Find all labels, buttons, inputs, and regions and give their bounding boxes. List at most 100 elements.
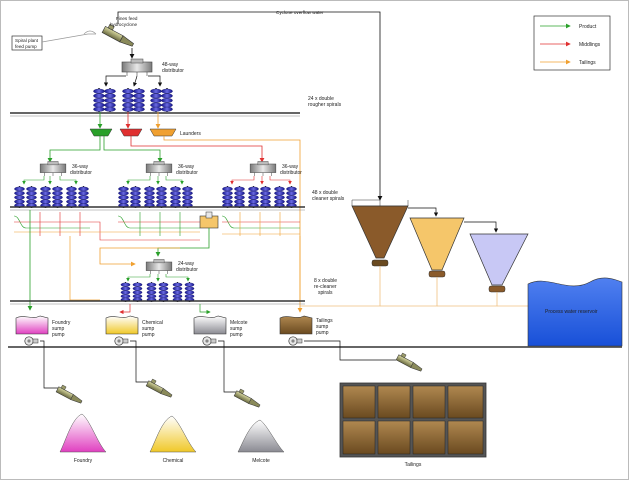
dist36c-label-2: distributor bbox=[280, 170, 302, 176]
legend: Product Middlings Tailings bbox=[533, 15, 611, 71]
spiral-plant-feed-pump: Spiral plant feed pump bbox=[11, 35, 43, 51]
rougher-label-2: rougher spirals bbox=[308, 102, 342, 108]
chemical-cyclone-icon bbox=[145, 377, 175, 399]
thickener-cone-brown bbox=[351, 205, 409, 267]
dist24-label-2: distributor bbox=[176, 267, 198, 273]
dist24-outputs bbox=[126, 274, 190, 282]
cleaner-spirals-b bbox=[118, 185, 193, 209]
dist36c-label-1: 36-way bbox=[282, 164, 299, 170]
dist36a-outputs bbox=[22, 176, 78, 185]
melcote-pile-label: Melcote bbox=[252, 458, 270, 464]
tailings-sump bbox=[279, 315, 313, 335]
chemical-stockpile bbox=[149, 415, 197, 453]
tailings-sump-label-2: sump bbox=[316, 324, 328, 330]
tailings-return-line bbox=[69, 236, 100, 301]
cleaner-spirals-c bbox=[222, 185, 297, 209]
launder-product-to-dist36b bbox=[103, 136, 163, 163]
chemical-sump-label-1: Chemical bbox=[142, 320, 163, 326]
foundry-sump-label-1: Foundry bbox=[52, 320, 71, 326]
tailings-discharge-line bbox=[304, 340, 396, 361]
foundry-stockpile bbox=[59, 413, 107, 453]
cleaner-label-2: cleaner spirals bbox=[312, 196, 345, 202]
chemical-pump-icon bbox=[114, 336, 129, 346]
cone1-rim bbox=[351, 199, 409, 207]
launder-middlings-to-dist36c bbox=[130, 136, 265, 163]
foundry-sump-label-2: sump bbox=[52, 326, 64, 332]
reservoir-label: Process water reservoir bbox=[545, 309, 598, 315]
cleaner-spirals-a bbox=[14, 185, 89, 209]
melcote-sump-label-3: pump bbox=[230, 332, 243, 338]
foundry-cyclone-icon bbox=[55, 383, 85, 405]
recleaner-product-out bbox=[199, 304, 211, 315]
thickener-cone-lilac bbox=[469, 233, 529, 293]
distributor-36-way-a bbox=[39, 161, 67, 177]
melcote-sump-label-1: Melcote bbox=[230, 320, 248, 326]
feed-line bbox=[41, 33, 96, 43]
launder-product-to-dist36a bbox=[47, 136, 101, 163]
launders bbox=[89, 128, 177, 137]
cone1-to-cone2 bbox=[408, 207, 439, 217]
dist36b-label-1: 36-way bbox=[178, 164, 195, 170]
tailings-pump-icon bbox=[288, 336, 303, 346]
recleaner-label-3: spirals bbox=[318, 290, 333, 296]
dist48-out-1 bbox=[103, 75, 126, 87]
cyclone-overflow-label: Cyclone overflow water bbox=[276, 10, 324, 15]
dist48-label-1: 48-way bbox=[162, 62, 179, 68]
melcote-sump bbox=[193, 315, 227, 335]
chemical-discharge-line bbox=[130, 340, 148, 383]
rougher-spirals bbox=[93, 87, 173, 113]
cleaner-label-1: 48 x double bbox=[312, 190, 338, 196]
distributor-24-way bbox=[145, 259, 173, 275]
chemical-sump-label-3: pump bbox=[142, 332, 155, 338]
dist48-out-2 bbox=[132, 75, 138, 87]
thickener-cone-yellow bbox=[409, 217, 465, 278]
tailings-sump-label-1: Tailings bbox=[316, 318, 333, 324]
rougher-label-1: 24 x double bbox=[308, 96, 334, 102]
cleaner-product-to-dist24 bbox=[155, 228, 210, 257]
cleaner-middlings-to-dist24 bbox=[99, 247, 180, 267]
recleaner-middlings-out bbox=[119, 304, 131, 315]
recleaner-label-2: re-cleaner bbox=[314, 284, 337, 290]
dist48-label-2: distributor bbox=[162, 68, 184, 74]
dist36a-label-1: 36-way bbox=[72, 164, 89, 170]
legend-middlings-label: Middlings bbox=[579, 42, 601, 48]
cone1-underflow bbox=[300, 266, 381, 307]
melcote-sump-label-2: sump bbox=[230, 326, 242, 332]
dist36c-outputs bbox=[230, 176, 292, 185]
cone3-underflow bbox=[437, 292, 498, 307]
chemical-sump-label-2: sump bbox=[142, 326, 154, 332]
dist36b-label-2: distributor bbox=[176, 170, 198, 176]
melcote-stockpile bbox=[237, 419, 285, 453]
cleaner-manifolds bbox=[13, 212, 300, 241]
melcote-pump-icon bbox=[202, 336, 217, 346]
tailings-dam bbox=[339, 382, 487, 458]
cone2-underflow bbox=[380, 277, 438, 307]
process-water-reservoir bbox=[527, 277, 623, 347]
middlings-collection-box bbox=[199, 211, 219, 229]
legend-box bbox=[533, 15, 611, 71]
fines-feed-label-2: hydrocyclone bbox=[110, 22, 138, 27]
spiral-feed-label-2: feed pump bbox=[15, 44, 37, 49]
dist36b-outputs bbox=[126, 176, 184, 185]
recleaner-label-1: 8 x double bbox=[314, 278, 337, 284]
dist36a-label-2: distributor bbox=[70, 170, 92, 176]
foundry-pile-label: Foundry bbox=[74, 458, 93, 464]
chemical-pile-label: Chemical bbox=[163, 458, 184, 464]
foundry-sump bbox=[15, 315, 49, 335]
foundry-pump-icon bbox=[24, 336, 39, 346]
foundry-discharge-line bbox=[40, 340, 58, 389]
melcote-discharge-line bbox=[218, 340, 236, 393]
tailings-label: Tailings bbox=[405, 462, 422, 468]
distributor-36-way-b bbox=[145, 161, 173, 177]
dist24-label-1: 24-way bbox=[178, 261, 195, 267]
recleaner-spirals bbox=[120, 281, 195, 303]
tailings-cyclone-icon bbox=[395, 351, 425, 373]
feed-line-loop bbox=[83, 30, 97, 35]
tailings-sump-label-3: pump bbox=[316, 330, 329, 336]
launder-tailings-line bbox=[163, 136, 301, 300]
cyclone-overflow-line bbox=[117, 11, 383, 201]
fines-feed-label-1: Fines feed bbox=[116, 16, 138, 21]
